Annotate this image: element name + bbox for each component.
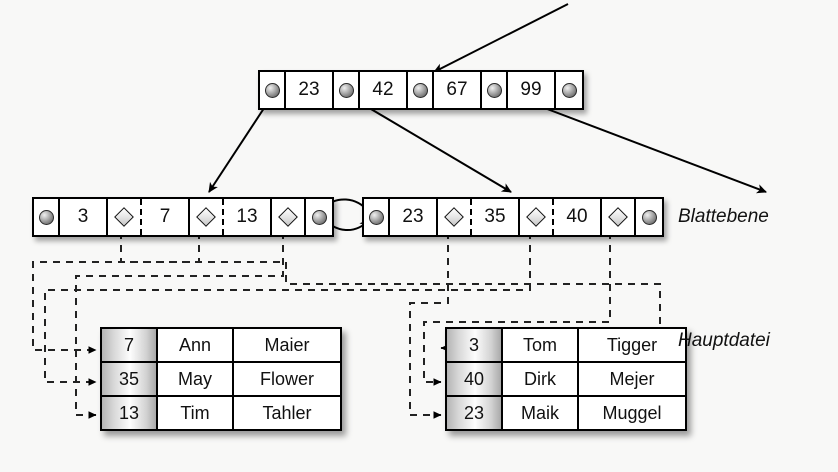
row-key: 3 <box>447 329 503 361</box>
diamond-icon <box>114 207 134 227</box>
cell-key[interactable]: 42 <box>360 72 408 108</box>
row-firstname: Maik <box>503 397 579 429</box>
diamond-icon <box>526 207 546 227</box>
cell-pointer[interactable] <box>260 72 286 108</box>
diamond-icon <box>444 207 464 227</box>
pointer-sphere-icon <box>38 209 54 225</box>
cell-pointer[interactable] <box>34 199 60 235</box>
dashed-pointer-key-23 <box>409 232 449 419</box>
arrow-root-to-offpage <box>512 95 767 194</box>
cell-key[interactable]: 23 <box>286 72 334 108</box>
pointer-sphere-icon <box>412 82 428 98</box>
pointer-sphere-icon <box>561 82 577 98</box>
row-lastname: Muggel <box>602 403 662 423</box>
cell-pointer[interactable] <box>306 199 332 235</box>
cell-record-pointer[interactable] <box>602 199 636 235</box>
cell-pointer[interactable] <box>556 72 582 108</box>
row-key: 7 <box>102 329 158 361</box>
cell-record-pointer[interactable] <box>438 199 472 235</box>
cell-pointer[interactable] <box>482 72 508 108</box>
cell-key[interactable]: 23 <box>390 199 438 235</box>
row-key: 23 <box>447 397 503 429</box>
diamond-icon <box>278 207 298 227</box>
row-lastname: Flower <box>259 369 314 389</box>
cell-key[interactable]: 7 <box>142 199 190 235</box>
pointer-sphere-icon <box>311 209 327 225</box>
row-lastname: Tigger <box>606 335 658 355</box>
cell-pointer[interactable] <box>408 72 434 108</box>
cell-record-pointer[interactable] <box>272 199 306 235</box>
pointer-sphere-icon <box>641 209 657 225</box>
pointer-sphere-icon <box>264 82 280 98</box>
cell-pointer[interactable] <box>334 72 360 108</box>
row-key: 40 <box>447 363 503 395</box>
cell-record-pointer[interactable] <box>520 199 554 235</box>
row-lastname: Mejer <box>609 369 655 389</box>
cell-pointer[interactable] <box>636 199 662 235</box>
cell-key[interactable]: 3 <box>60 199 108 235</box>
cell-key[interactable]: 40 <box>554 199 602 235</box>
row-firstname: Tom <box>503 329 579 361</box>
arrow-root-to-left-leaf <box>208 95 273 193</box>
leaf-node-right[interactable]: 23 35 40 <box>362 197 664 237</box>
row-firstname: Ann <box>158 329 234 361</box>
row-lastname: Maier <box>264 335 310 355</box>
cell-pointer[interactable] <box>364 199 390 235</box>
cell-record-pointer[interactable] <box>190 199 224 235</box>
row-key: 35 <box>102 363 158 395</box>
cell-key[interactable]: 35 <box>472 199 520 235</box>
pointer-sphere-icon <box>368 209 384 225</box>
arrow-into-root <box>433 3 569 73</box>
row-firstname: May <box>158 363 234 395</box>
diamond-icon <box>608 207 628 227</box>
row-firstname: Dirk <box>503 363 579 395</box>
row-lastname: Tahler <box>262 403 312 423</box>
arrow-root-to-right-leaf <box>348 95 512 193</box>
row-key: 13 <box>102 397 158 429</box>
cell-record-pointer[interactable] <box>108 199 142 235</box>
diamond-icon <box>196 207 216 227</box>
cell-key[interactable]: 99 <box>508 72 556 108</box>
index-node-root[interactable]: 23 42 67 99 <box>258 70 584 110</box>
caption-main-file: Hauptdatei <box>678 330 770 351</box>
caption-leaf-level: Blattebene <box>678 206 769 227</box>
row-firstname: Tim <box>158 397 234 429</box>
cell-key[interactable]: 13 <box>224 199 272 235</box>
pointer-sphere-icon <box>338 82 354 98</box>
cell-key[interactable]: 67 <box>434 72 482 108</box>
pointer-sphere-icon <box>486 82 502 98</box>
